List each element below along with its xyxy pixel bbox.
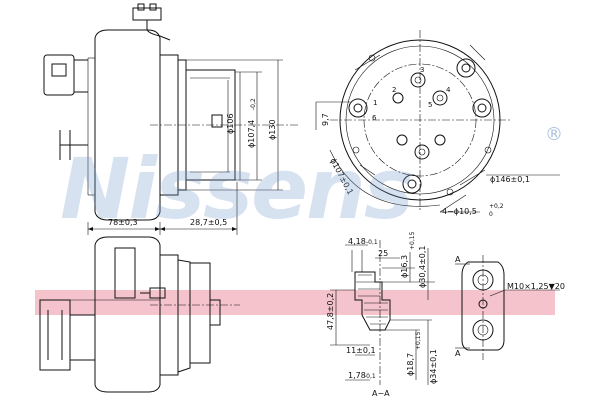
port-number-5: 5 (428, 101, 432, 109)
dim-d418-tol: -0,1 (366, 239, 378, 246)
section-label: A−A (372, 389, 390, 398)
dim-d146: ϕ146±0,1 (490, 175, 530, 184)
cut-label-bottom: A (455, 349, 461, 358)
dim-d418: 4,18 (348, 237, 366, 246)
dim-d163: ϕ16,3 (400, 255, 409, 278)
dim-d187: ϕ18,7 (406, 353, 415, 376)
dim-d25: 25 (378, 249, 388, 258)
dim-d107-tol: -0,2 (250, 98, 257, 110)
dim-r9: 9,7 (321, 113, 330, 126)
port-number-4: 4 (446, 86, 451, 94)
dim-holes: 4−ϕ10,5 (442, 207, 477, 216)
dim-d34: ϕ34±0,1 (429, 349, 438, 384)
section-view (330, 240, 435, 385)
end-view (455, 255, 560, 360)
port-number-2: 2 (392, 86, 396, 94)
port-number-1: 1 (373, 99, 377, 107)
dim-d107: ϕ107,4 (247, 120, 256, 148)
front-view (315, 30, 560, 213)
dim-d304: ϕ30,4±0,1 (418, 245, 427, 288)
dim-holes-tol: +0,2 (489, 203, 504, 210)
dim-thread: M10×1,25▼20 (507, 282, 565, 291)
side-view-top (43, 3, 300, 235)
dim-d187-tol: +0,15 (415, 331, 422, 350)
cut-label-top: A (455, 255, 461, 264)
dim-d178-tol: -0,1 (364, 373, 376, 380)
dim-len78: 78±0,3 (108, 218, 138, 227)
dim-d478: 47,8±0,2 (326, 293, 335, 330)
dim-d178: 1,78 (348, 371, 366, 380)
dim-d11: 11±0,1 (346, 346, 376, 355)
dim-holes-tol2: 0 (489, 211, 493, 218)
watermark-logo: Nissens (60, 140, 412, 238)
dim-d163-tol: +0,15 (409, 231, 416, 250)
port-number-3: 3 (420, 66, 424, 74)
registered-mark: ® (545, 124, 563, 145)
dim-len287: 28,7±0,5 (190, 218, 227, 227)
port-number-6: 6 (372, 114, 377, 122)
dim-d106: ϕ106 (226, 113, 235, 134)
side-view-bottom (39, 236, 240, 393)
highlight-band (35, 290, 555, 315)
dim-d130: ϕ130 (268, 119, 277, 140)
